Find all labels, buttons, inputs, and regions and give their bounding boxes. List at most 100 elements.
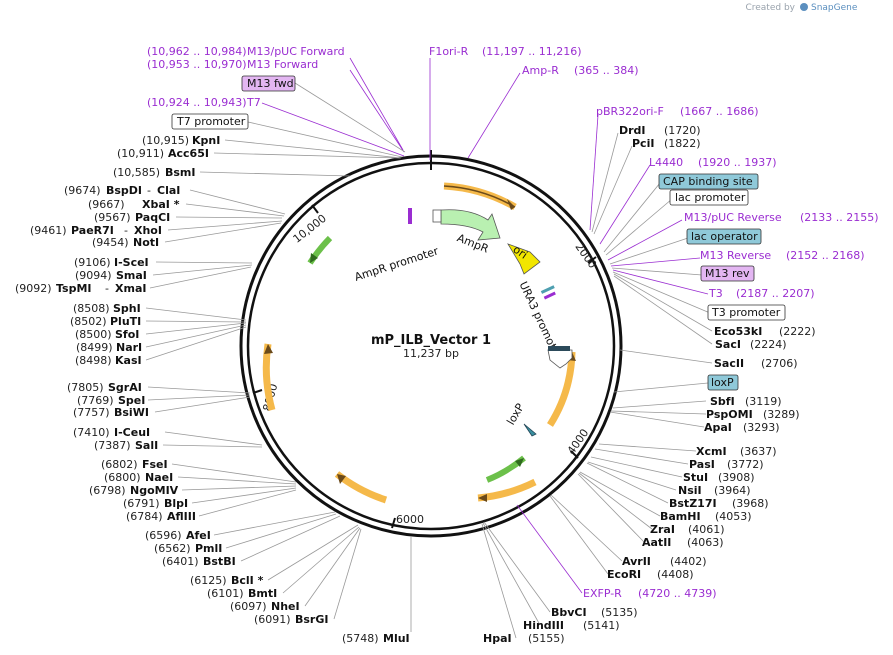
enzyme-pos: (2706) (761, 357, 798, 370)
enzyme-list-right: DrdI (1720) PciI (1822) (619, 124, 701, 150)
enzyme-name: I-CeuI (114, 426, 150, 439)
arrowhead-left-icon (264, 344, 273, 354)
lac-promoter-box[interactable] (669, 189, 749, 206)
enzyme-name: BsiWI (114, 406, 149, 419)
enzyme-pos: (3772) (727, 458, 764, 471)
enzyme-pos: (8508) (73, 302, 110, 315)
enzyme-pos: (5748) (342, 632, 379, 645)
snapgene-logo-icon (800, 3, 808, 11)
tick-4000 (570, 450, 579, 459)
enzyme-name: StuI (683, 471, 708, 484)
enzyme-name: BsmI (165, 166, 196, 179)
enzyme-pos: (9454) (92, 236, 129, 249)
enzyme-pos: (9106) (74, 256, 111, 269)
enzyme-name: KasI (115, 354, 142, 367)
enzyme-name: PspOMI (706, 408, 753, 421)
tick-label-10000: 10,000 (291, 212, 329, 246)
enzyme-pos: (3119) (745, 395, 782, 408)
enzyme-pos: (8502) (70, 315, 107, 328)
lac-marks (540, 285, 555, 294)
m13-fwd-box[interactable] (241, 75, 296, 92)
ura3-promoter-feature (547, 349, 573, 369)
primer-name-m13-puc-reverse: M13/pUC Reverse (684, 211, 782, 224)
ampr-feature (440, 209, 501, 241)
enzyme-name: SgrAI (108, 381, 142, 394)
enzyme-name: FseI (142, 458, 168, 471)
enzyme-pos: (4408) (657, 568, 694, 581)
enzyme-pos: (7757) (73, 406, 110, 419)
enzyme-pos: (4402) (670, 555, 707, 568)
feature-arc-top (443, 182, 517, 211)
m13-rev-box[interactable] (700, 265, 755, 282)
enzyme-pos: (6798) (89, 484, 126, 497)
enzyme-list-right-2: Eco53kI (2222) SacI (2224) SacII (2706) (714, 325, 816, 370)
loxp-map-label: loxP (504, 401, 527, 427)
enzyme-pos: (7387) (94, 439, 131, 452)
enzyme-name: NsiI (678, 484, 702, 497)
enzyme-name: AvrII (622, 555, 651, 568)
t7-promoter-box[interactable] (171, 113, 249, 130)
map-length: 11,237 bp (403, 347, 459, 360)
lac-operator-label: lac operator (691, 230, 758, 243)
enzyme-pos: (6802) (101, 458, 138, 471)
enzyme-name: BsrGI (295, 613, 328, 626)
primer-range-l4440: (1920 .. 1937) (698, 156, 777, 169)
primer-marks-right (543, 291, 556, 300)
enzyme-pos: (2224) (750, 338, 787, 351)
enzyme-name: ApaI (704, 421, 732, 434)
enzyme-pos: (6784) (126, 510, 163, 523)
enzyme-pos: (6097) (230, 600, 267, 613)
enzyme-pos: (3964) (714, 484, 751, 497)
enzyme-pos: (8498) (75, 354, 112, 367)
primer-name-m13-puc-forward: M13/pUC Forward (247, 45, 345, 58)
enzyme-name: SbfI (710, 395, 735, 408)
credit-text: Created by (745, 3, 795, 13)
enzyme-name: BstZ17I (669, 497, 717, 510)
primer-name-m13-reverse: M13 Reverse (700, 249, 771, 262)
loxp-box[interactable] (707, 374, 739, 391)
enzyme-pos: (7805) (67, 381, 104, 394)
enzyme-name: PaeR7I (71, 224, 114, 237)
enzyme-name: NarI (116, 341, 142, 354)
enzyme-pos: (3908) (718, 471, 755, 484)
enzyme-name: DrdI (619, 124, 646, 137)
ampr-promoter-feature (432, 209, 442, 223)
ori-feature (507, 243, 541, 275)
primer-name-t7: T7 (246, 96, 261, 109)
svg-text:-: - (105, 282, 109, 295)
enzyme-name: BlpI (164, 497, 188, 510)
arrowhead-top-icon (507, 199, 515, 210)
enzyme-pos: (1822) (664, 137, 701, 150)
enzyme-pos: (10,585) (113, 166, 160, 179)
enzyme-name: SacII (714, 357, 744, 370)
enzyme-pos: (3968) (732, 497, 769, 510)
enzyme-pos: (9092) (15, 282, 52, 295)
enzyme-pos: (10,911) (117, 147, 164, 160)
enzyme-name: NgoMIV (130, 484, 179, 497)
enzyme-pos: (9461) (30, 224, 67, 237)
enzyme-name: BamHI (660, 510, 701, 523)
enzyme-pos: (6800) (104, 471, 141, 484)
primer-range-amp-r: (365 .. 384) (574, 64, 639, 77)
tick-10000 (311, 204, 319, 214)
enzyme-pos: (7769) (77, 394, 114, 407)
primer-range-pbr322ori-f: (1667 .. 1686) (680, 105, 759, 118)
enzyme-name: PasI (689, 458, 715, 471)
lac-operator-box[interactable] (686, 228, 762, 245)
enzyme-pos: (9667) (88, 198, 125, 211)
svg-text:-: - (147, 184, 151, 197)
m13-rev-label: M13 rev (705, 267, 750, 280)
cap-binding-site-box[interactable] (658, 173, 759, 190)
t3-promoter-box[interactable] (707, 304, 786, 321)
enzyme-name: TspMI (56, 282, 92, 295)
enzyme-pos: (4053) (715, 510, 752, 523)
primer-range-m13-reverse: (2152 .. 2168) (786, 249, 865, 262)
primer-name-exfp-r: EXFP-R (583, 587, 622, 600)
enzyme-alt-name: XmaI (115, 282, 146, 295)
enzyme-name: SalI (135, 439, 158, 452)
arrowhead-bottom-right-icon (478, 494, 487, 502)
enzyme-pos: (6101) (207, 587, 244, 600)
enzyme-name: SmaI (116, 269, 147, 282)
enzyme-name: BspDI (106, 184, 142, 197)
enzyme-name: SacI (715, 338, 741, 351)
